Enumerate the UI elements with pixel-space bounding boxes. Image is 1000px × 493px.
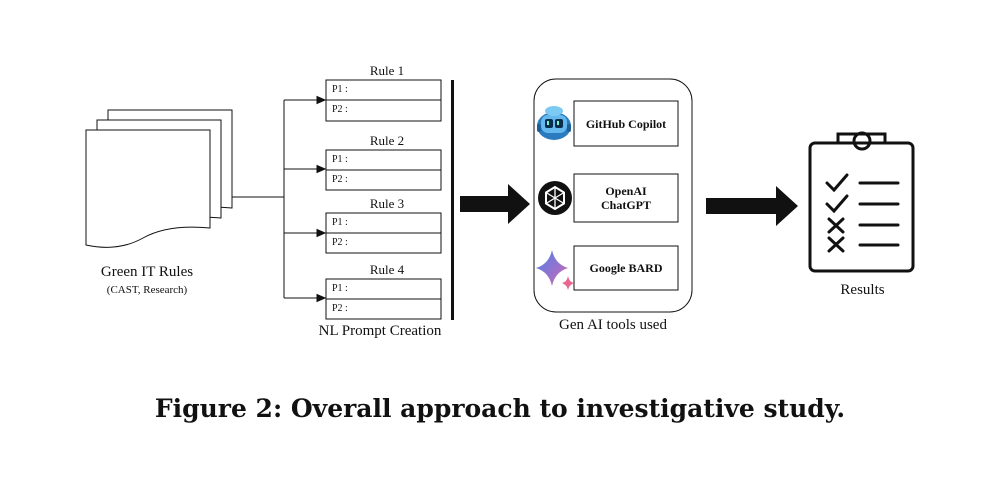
tool-name-bard: Google BARD bbox=[589, 261, 663, 275]
rule-title-4: Rule 4 bbox=[369, 262, 405, 277]
rule-2-p2: P2 : bbox=[332, 174, 348, 185]
tool-label-bard: Google BARD bbox=[574, 246, 678, 290]
tool-box-copilot bbox=[573, 100, 679, 147]
rule-4-p2: P2 : bbox=[332, 303, 348, 314]
clipboard-checklist-icon bbox=[808, 131, 915, 273]
rule-3-p2: P2 : bbox=[332, 237, 348, 248]
github-copilot-icon bbox=[537, 106, 571, 140]
rule-1-p1: P1 : bbox=[332, 84, 348, 95]
prompt-bracket-bar bbox=[451, 80, 454, 320]
source-title: Green IT Rules bbox=[100, 264, 194, 280]
connector-lines bbox=[232, 100, 285, 298]
source-subtitle: (CAST, Research) bbox=[106, 284, 188, 296]
rule-box-2 bbox=[325, 149, 442, 191]
rule-box-1 bbox=[325, 79, 442, 122]
tool-label-copilot: GitHub Copilot bbox=[574, 101, 678, 146]
rule-arrows bbox=[284, 95, 327, 303]
rule-box-4 bbox=[325, 278, 442, 320]
document-stack-icon bbox=[85, 109, 233, 248]
rule-1-p2: P2 : bbox=[332, 104, 348, 115]
rule-box-3 bbox=[325, 212, 442, 254]
rule-title-3: Rule 3 bbox=[369, 196, 405, 211]
rule-3-p1: P1 : bbox=[332, 217, 348, 228]
tool-name-chatgpt-line2: ChatGPT bbox=[600, 198, 651, 212]
tool-box-bard bbox=[573, 245, 679, 291]
results-label: Results bbox=[840, 282, 885, 298]
openai-icon bbox=[538, 181, 572, 215]
rule-title-2: Rule 2 bbox=[369, 133, 405, 148]
prompt-section-label: NL Prompt Creation bbox=[318, 323, 442, 339]
arrow-to-tools bbox=[460, 184, 530, 224]
tool-label-chatgpt: OpenAI ChatGPT bbox=[574, 174, 678, 222]
arrow-to-results bbox=[706, 186, 798, 226]
tool-name-chatgpt-line1: OpenAI bbox=[605, 184, 647, 198]
tool-box-chatgpt bbox=[573, 173, 679, 223]
tools-section-label: Gen AI tools used bbox=[559, 317, 667, 333]
figure-caption: Figure 2: Overall approach to investigat… bbox=[154, 394, 846, 423]
google-bard-icon bbox=[536, 250, 574, 290]
rule-title-1: Rule 1 bbox=[369, 63, 405, 78]
rule-2-p1: P1 : bbox=[332, 154, 348, 165]
tool-name-copilot: GitHub Copilot bbox=[585, 116, 667, 131]
rule-4-p1: P1 : bbox=[332, 283, 348, 294]
